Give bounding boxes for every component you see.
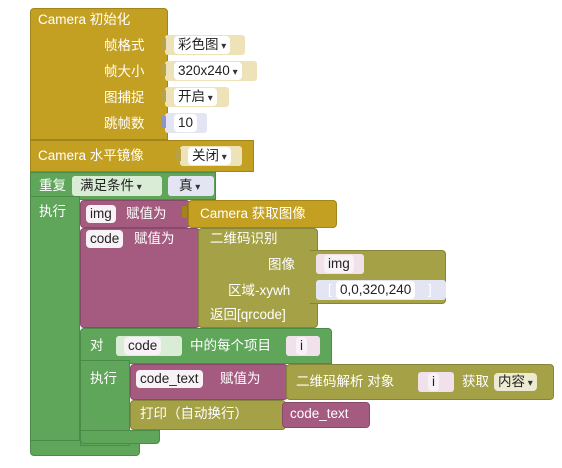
- region-param-label: 区域-xywh: [228, 283, 291, 298]
- image-param-variable[interactable]: img: [324, 255, 354, 273]
- code-text-variable[interactable]: code_text: [136, 370, 203, 388]
- repeat-label: 重复: [39, 178, 66, 193]
- repeat-mode-dropdown[interactable]: 满足条件: [76, 177, 146, 195]
- qr-parse-get-label: 获取: [462, 374, 489, 389]
- skip-frames-label: 跳帧数: [104, 116, 145, 131]
- qr-recognize-label: 二维码识别: [210, 231, 278, 246]
- img-variable[interactable]: img: [86, 205, 116, 223]
- connector-nub: [161, 116, 166, 128]
- region-bracket-close: ]: [428, 282, 432, 297]
- connector-nub: [161, 90, 166, 102]
- assign-code-label: 赋值为: [134, 231, 175, 246]
- print-value-block[interactable]: [282, 402, 370, 428]
- region-param-input[interactable]: 0,0,320,240: [336, 281, 416, 299]
- print-label: 打印（自动换行）: [140, 406, 248, 421]
- camera-get-image-label: Camera 获取图像: [200, 206, 306, 221]
- camera-mirror-label: Camera 水平镜像: [38, 148, 144, 163]
- code-variable[interactable]: code: [86, 230, 124, 248]
- print-block[interactable]: [130, 400, 286, 430]
- for-label: 对: [90, 338, 104, 353]
- connector-nub: [182, 206, 187, 218]
- camera-init-block[interactable]: [30, 8, 168, 140]
- capture-dropdown[interactable]: 开启: [174, 88, 217, 106]
- qr-parse-object-variable[interactable]: i: [428, 373, 439, 391]
- connector-nub: [161, 64, 166, 76]
- camera-mirror-dropdown[interactable]: 关闭: [188, 147, 231, 165]
- for-do-label: 执行: [90, 371, 117, 386]
- assign-img-label: 赋值为: [126, 206, 167, 221]
- qr-parse-label: 二维码解析 对象: [296, 374, 395, 389]
- for-each-block-bottom: [80, 430, 160, 444]
- return-label: 返回[qrcode]: [210, 307, 286, 322]
- repeat-block-side: [30, 196, 80, 448]
- frame-format-label: 帧格式: [104, 38, 145, 53]
- for-item-variable[interactable]: i: [296, 337, 307, 355]
- camera-init-label: Camera 初始化: [38, 12, 131, 27]
- region-bracket-open: [: [328, 282, 332, 297]
- print-value-label: code_text: [290, 406, 349, 421]
- camera-get-image-block[interactable]: [188, 200, 337, 228]
- qr-parse-get-dropdown[interactable]: 内容: [494, 373, 537, 391]
- image-param-label: 图像: [268, 257, 295, 272]
- frame-size-dropdown[interactable]: 320x240: [174, 62, 242, 80]
- connector-nub: [176, 149, 181, 161]
- for-list-variable[interactable]: code: [124, 337, 162, 355]
- qr-recognize-block[interactable]: [198, 228, 318, 328]
- assign-code-text-label: 赋值为: [220, 371, 261, 386]
- connector-nub: [161, 38, 166, 50]
- repeat-condition-dropdown[interactable]: 真: [175, 177, 205, 195]
- capture-label: 图捕捉: [104, 90, 145, 105]
- frame-size-label: 帧大小: [104, 64, 145, 79]
- skip-frames-input[interactable]: 10: [174, 114, 198, 132]
- repeat-do-label: 执行: [39, 204, 66, 219]
- for-each-label: 中的每个项目: [190, 338, 271, 353]
- frame-format-dropdown[interactable]: 彩色图: [174, 36, 231, 54]
